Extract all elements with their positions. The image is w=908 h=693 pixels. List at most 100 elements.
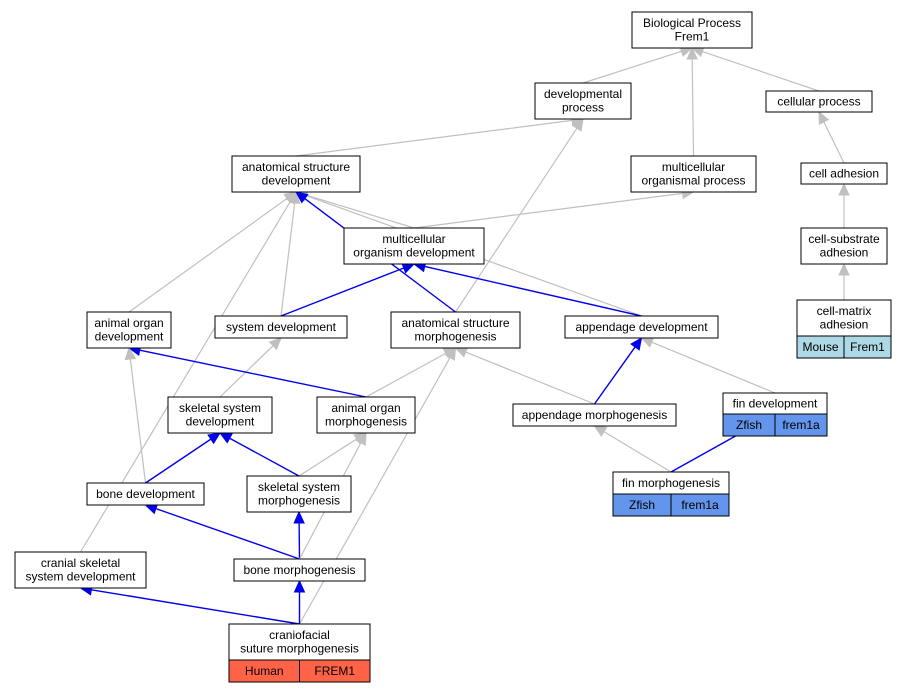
edge-line	[702, 50, 820, 92]
node-label-line: cellular process	[777, 94, 860, 108]
edge-mop-to-bp	[686, 46, 698, 157]
node-label-line: organism development	[353, 246, 475, 260]
edge-apm-to-apd	[593, 337, 643, 405]
edge-arrowhead	[401, 262, 416, 274]
node-label-line: morphogenesis	[325, 415, 407, 429]
edge-line	[280, 202, 296, 317]
edge-arrowhead	[293, 579, 306, 593]
go-term-node-sd[interactable]: system development	[214, 315, 348, 339]
edge-apm-to-asm	[454, 346, 595, 405]
edge-asm-to-dev	[454, 117, 584, 313]
go-term-node-cell[interactable]: cellular process	[765, 90, 873, 113]
node-label-line: system development	[25, 570, 136, 584]
edge-line	[593, 346, 636, 405]
edge-line	[155, 507, 300, 560]
node-box	[228, 623, 371, 661]
edge-sd-to-mod	[280, 262, 416, 317]
node-label-line: cell-matrix	[817, 304, 872, 318]
badge-species: Human	[245, 664, 284, 678]
badge-cell	[670, 493, 730, 517]
edge-fm-to-apm	[593, 425, 672, 473]
edge-fd-to-apd	[640, 337, 776, 394]
node-label-line: anatomical structure	[242, 160, 350, 174]
edge-arrowhead	[268, 337, 282, 351]
edge-mod-to-asd	[294, 189, 415, 229]
edge-arrowhead	[571, 117, 584, 132]
go-term-node-bm[interactable]: bone morphogenesis	[233, 558, 366, 582]
node-box	[316, 396, 416, 434]
edge-asd-to-dev	[295, 114, 585, 157]
edge-arrowhead	[818, 110, 830, 125]
node-label-line: system development	[226, 320, 337, 334]
node-box	[14, 551, 147, 589]
edge-bd-to-aod	[124, 346, 147, 484]
edge-arrowhead	[355, 431, 367, 446]
edge-ssm-to-aom	[298, 432, 368, 477]
edge-arrowhead	[593, 425, 608, 437]
node-label-line: cell-substrate	[808, 232, 880, 246]
node-label-line: Biological Process	[643, 16, 741, 30]
edge-line	[129, 358, 147, 484]
edge-arrowhead	[686, 46, 698, 60]
node-label-line: animal organ	[331, 401, 400, 415]
node-label-line: appendage morphogenesis	[522, 408, 667, 422]
edge-csm-to-csd	[79, 584, 300, 625]
node-box	[167, 396, 273, 434]
edge-arrowhead	[454, 346, 469, 358]
node-label-line: animal organ	[94, 316, 163, 330]
edge-dev-to-bp	[582, 46, 694, 84]
badge-species: Mouse	[802, 340, 838, 354]
node-box	[796, 299, 892, 337]
node-label-line: development	[95, 330, 164, 344]
go-term-node-ca[interactable]: cell adhesion	[800, 162, 888, 185]
badge-gene: FREM1	[314, 664, 355, 678]
node-box	[765, 90, 873, 113]
edge-cell-to-bp	[690, 46, 820, 92]
badge-species: Zfish	[736, 418, 762, 432]
edge-csm-to-bm	[293, 579, 306, 624]
go-term-node-bd[interactable]: bone development	[86, 482, 205, 506]
badge-species: Zfish	[629, 498, 655, 512]
badge-gene: frem1a	[681, 498, 719, 512]
edge-arrowhead	[207, 432, 222, 445]
node-box	[231, 155, 361, 193]
go-term-node-apd[interactable]: appendage development	[564, 315, 719, 339]
go-term-node-apm[interactable]: appendage morphogenesis	[512, 403, 677, 427]
node-label-line: adhesion	[820, 318, 869, 332]
edge-arrowhead	[838, 262, 850, 276]
node-label-line: Frem1	[675, 30, 710, 44]
edge-arrowhead	[293, 510, 305, 524]
edge-line	[128, 197, 288, 313]
badge-cell	[843, 335, 892, 359]
edge-csa-to-ca	[838, 182, 850, 228]
edge-line	[145, 438, 212, 484]
node-label-line: skeletal system	[258, 480, 340, 494]
node-label-line: skeletal system	[179, 401, 261, 415]
node-box	[390, 311, 521, 349]
node-label-line: process	[562, 101, 604, 115]
node-label-line: suture morphogenesis	[240, 642, 359, 656]
edge-line	[229, 437, 300, 477]
edge-line	[298, 438, 358, 477]
edge-arrowhead	[444, 346, 457, 361]
edge-line	[413, 192, 683, 229]
node-box	[630, 155, 757, 193]
